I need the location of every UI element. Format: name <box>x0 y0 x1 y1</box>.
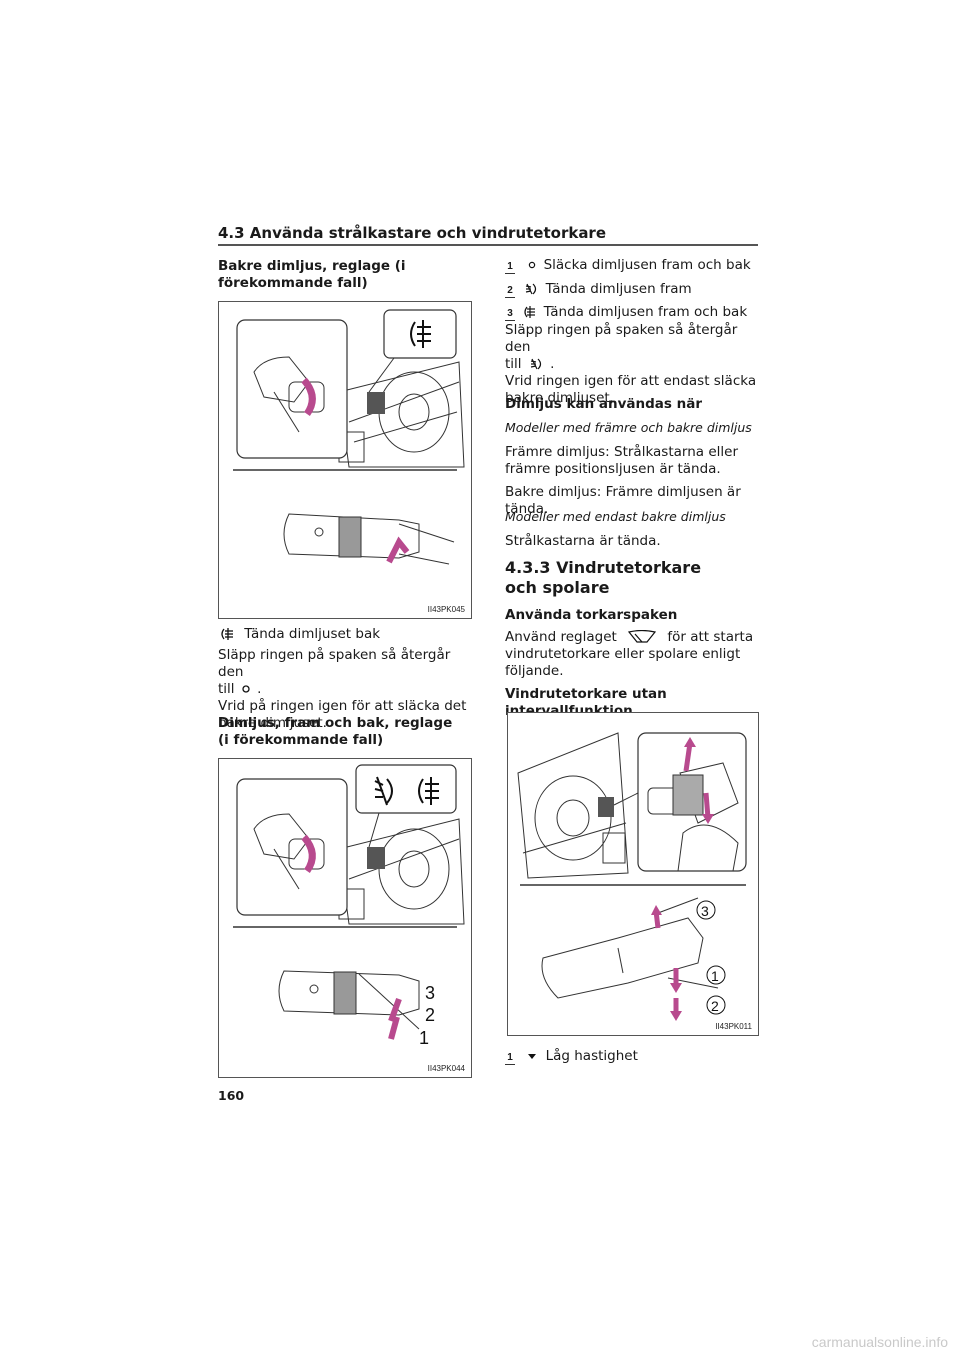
header-rule <box>218 244 758 246</box>
subheading-models-rear-only: Modeller med endast bakre dimljus <box>505 509 726 524</box>
heading-line: (i förekommande fall) <box>218 732 384 748</box>
figure-code: II43PK044 <box>427 1064 465 1073</box>
section-header: 4.3 Använda strålkastare och vindrutetor… <box>218 224 607 242</box>
paragraph-till: till <box>505 356 522 372</box>
triangle-down-icon <box>528 1054 537 1059</box>
callout-1: 1 <box>711 968 719 984</box>
front-fog-icon <box>374 776 393 806</box>
item-text: Tända dimljusen fram och bak <box>543 304 748 320</box>
subheading-models-front-rear: Modeller med främre och bakre dimljus <box>505 420 752 435</box>
paragraph-line: vindrutetorkare eller spolare enligt föl… <box>505 646 741 679</box>
paragraph-text: för att starta <box>667 629 754 645</box>
item-rear-fog-on: Tända dimljuset bak <box>220 626 470 643</box>
lever-arrow <box>386 536 410 564</box>
rear-fog-icon <box>418 777 439 805</box>
item-number: 3 <box>505 308 515 321</box>
heading-fog-front-rear: Dimljus, fram och bak, reglage (i föreko… <box>218 715 473 749</box>
callout-3: 3 <box>701 903 709 919</box>
item-text: Tända dimljusen fram <box>545 281 692 297</box>
item-text: Låg hastighet <box>545 1048 638 1064</box>
paragraph-line: Vrid ringen igen för att endast släcka b… <box>505 373 757 406</box>
figure-rear-fog-illustration <box>233 309 465 565</box>
figure-wiper-lever: 3 1 2 II43PK011 <box>507 712 759 1036</box>
front-fog-icon <box>526 283 537 295</box>
callout-3: 3 <box>425 983 435 1003</box>
heading-wiper-lever: Använda torkarspaken <box>505 607 678 623</box>
list-item: 1 Släcka dimljusen fram och bak <box>505 257 760 274</box>
paragraph-rear-fog: Bakre dimljus: Främre dimljusen är tända… <box>505 484 741 517</box>
paragraph-headlights-on: Strålkastarna är tända. <box>505 533 661 549</box>
figure-rear-fog-switch: II43PK045 <box>218 301 472 619</box>
callout-1: 1 <box>419 1028 429 1048</box>
rear-fog-icon <box>410 320 431 348</box>
item-text: Släcka dimljusen fram och bak <box>543 257 751 273</box>
ring-arrow <box>301 377 316 417</box>
paragraph-till: till <box>218 681 235 697</box>
paragraph-release-ring-right: Släpp ringen på spaken så återgår den ti… <box>505 322 760 407</box>
list-item: 2 Tända dimljusen fram <box>505 281 760 298</box>
heading-fog-when: Dimljus kan användas när <box>505 396 703 412</box>
figure-wiper-illustration: 3 1 2 <box>517 732 747 1021</box>
paragraph-release-ring: Släpp ringen på spaken så återgår den ti… <box>218 647 470 732</box>
paragraph-text: Använd reglaget <box>505 629 617 645</box>
item-number: 2 <box>505 285 515 298</box>
wiper-icon <box>628 630 657 643</box>
section-title-wipers: 4.3.3 Vindrutetorkare och spolare <box>505 558 702 597</box>
item-number: 1 <box>505 1052 515 1065</box>
off-circle-icon <box>529 261 536 269</box>
item-text: Tända dimljuset bak <box>244 626 381 642</box>
heading-line: Dimljus, fram och bak, reglage <box>218 715 453 731</box>
figure-code: II43PK011 <box>715 1022 752 1031</box>
item-number: 1 <box>505 261 515 274</box>
figure-code: II43PK045 <box>427 605 465 614</box>
watermark: carmanualsonline.info <box>811 1334 948 1350</box>
rear-fog-icon <box>221 628 233 640</box>
list-item: 1 Låg hastighet <box>505 1048 760 1065</box>
paragraph-line: Vrid på ringen igen för att släcka det b… <box>218 698 467 731</box>
off-circle-icon <box>242 685 250 693</box>
front-fog-icon <box>530 358 541 370</box>
paragraph-line: Släpp ringen på spaken så återgår den <box>218 647 451 680</box>
paragraph-line: Släpp ringen på spaken så återgår den <box>505 322 738 355</box>
rear-fog-icon <box>524 306 536 318</box>
paragraph-front-fog: Främre dimljus: Strålkastarna eller främ… <box>505 444 738 477</box>
list-item: 3 Tända dimljusen fram och bak <box>505 304 760 321</box>
lever-part <box>367 392 385 414</box>
figure-fog-front-rear-illustration: 3 2 1 <box>233 764 465 1048</box>
callout-2: 2 <box>425 1005 435 1025</box>
callout-2: 2 <box>711 998 719 1014</box>
paragraph-wiper-lever: Använd reglaget för att starta vindrutet… <box>505 629 761 680</box>
figure-fog-front-rear-switch: 3 2 1 II43PK044 <box>218 758 472 1078</box>
heading-rear-fog: Bakre dimljus, reglage (i förekommande f… <box>218 258 406 291</box>
page-number: 160 <box>218 1088 245 1103</box>
